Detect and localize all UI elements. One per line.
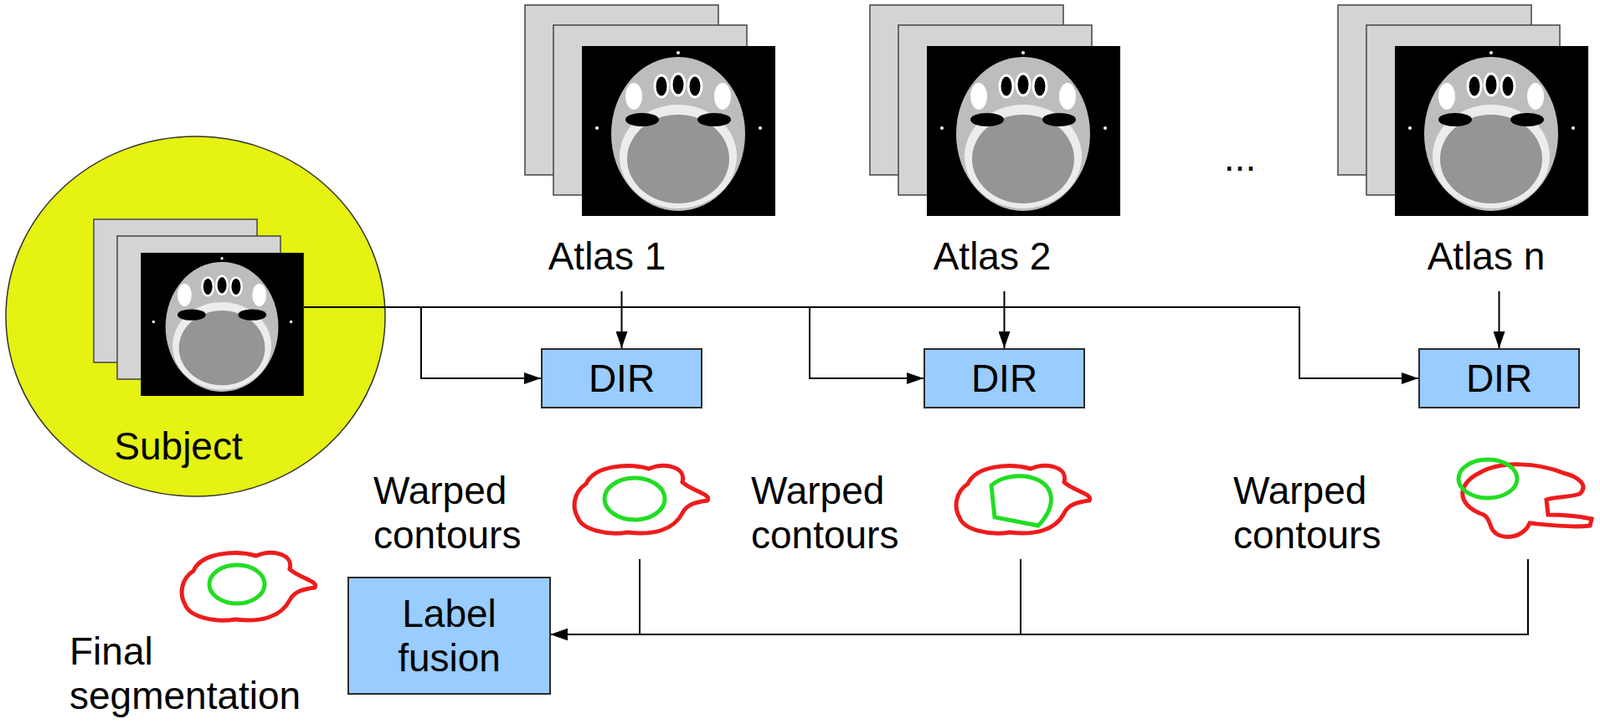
green-contour — [604, 478, 665, 520]
ct-image — [926, 46, 1121, 217]
connector-arrow — [1003, 291, 1006, 349]
ct-image — [1394, 46, 1589, 217]
process-box: Label fusion — [347, 576, 551, 695]
connector-arrow — [550, 559, 1021, 635]
caption-text: Final segmentation — [69, 629, 338, 719]
red-contour — [574, 466, 709, 535]
atlas-image-stack — [524, 5, 776, 217]
node-label: Atlas 1 — [548, 234, 667, 279]
contour-drawing — [1458, 459, 1592, 538]
ct-image — [581, 46, 776, 217]
contour-drawing — [956, 466, 1091, 535]
ct-image — [140, 252, 304, 397]
atlas-stack: Atlas n — [1337, 5, 1590, 292]
contour-drawing — [574, 466, 709, 535]
node-label: Warped contours — [1233, 468, 1393, 558]
contour-drawing — [181, 553, 316, 622]
node-label: Warped contours — [373, 468, 533, 558]
atlas-image-stack — [1337, 5, 1589, 217]
red-contour — [181, 553, 316, 622]
subject-circle: Subject — [5, 135, 386, 498]
connector-arrow — [550, 559, 1528, 635]
atlas-stack: Atlas 2 — [869, 5, 1122, 292]
connector-arrow — [385, 307, 541, 379]
node-label: Subject — [113, 424, 242, 469]
ellipsis: ... — [1224, 135, 1256, 181]
connector-arrow — [621, 291, 623, 349]
warped-contours: Warped contours — [1233, 460, 1595, 560]
connector-arrow — [1498, 291, 1501, 349]
process-box: DIR — [540, 348, 703, 409]
node-label: Warped contours — [751, 468, 911, 558]
warped-contours: Warped contours — [373, 460, 712, 560]
box-label: DIR — [971, 356, 1038, 402]
green-contour — [991, 476, 1051, 526]
atlas-image-stack — [869, 5, 1121, 217]
green-contour — [1458, 459, 1518, 499]
process-box: DIR — [923, 348, 1086, 409]
atlas-stack: Atlas 1 — [524, 5, 777, 292]
wire — [303, 306, 386, 309]
node-label: Atlas n — [1427, 234, 1546, 279]
box-label: DIR — [1466, 356, 1533, 402]
red-contour — [1462, 464, 1592, 538]
subject-ellipse — [5, 136, 386, 497]
box-label: Label fusion — [357, 591, 541, 681]
red-contour — [956, 466, 1091, 535]
process-box: DIR — [1418, 348, 1580, 409]
warped-contours: Warped contours — [751, 460, 1091, 560]
box-label: DIR — [588, 356, 655, 402]
connector-arrow — [550, 559, 640, 635]
green-contour — [209, 565, 265, 604]
node-label: Atlas 2 — [933, 234, 1052, 279]
